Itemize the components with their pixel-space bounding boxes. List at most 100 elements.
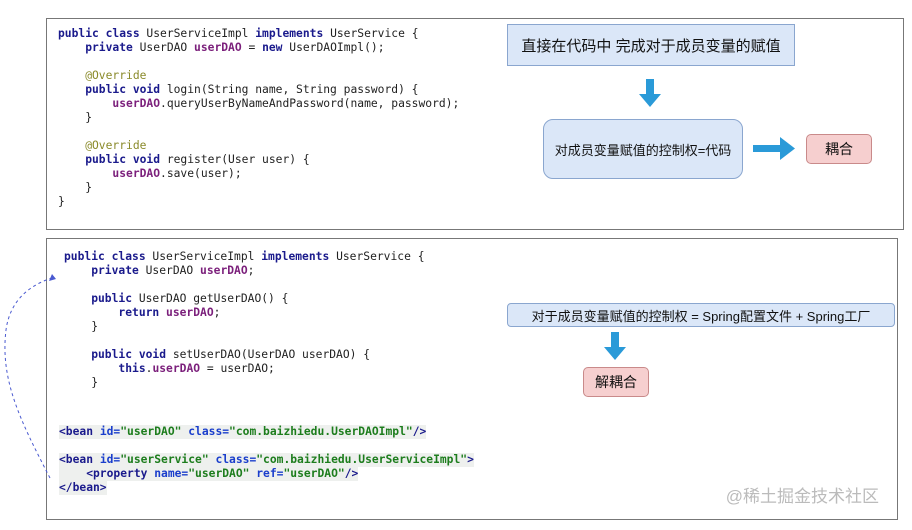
code-token: id= <box>99 425 121 438</box>
injection-dashed-arrow <box>4 274 56 479</box>
code-token: UserService { <box>336 250 425 263</box>
code-line: public void login(String name, String pa… <box>58 83 459 97</box>
code-line <box>64 334 425 348</box>
code-line: this.userDAO = userDAO; <box>64 362 425 376</box>
control-code-box: 对成员变量赋值的控制权=代码 <box>543 119 743 179</box>
code-token: implements <box>255 27 331 40</box>
watermark: @稀土掘金技术社区 <box>725 487 879 506</box>
code-token: <bean <box>59 453 100 466</box>
down-arrow-icon <box>639 79 661 107</box>
code-token: UserServiceImpl <box>152 250 262 263</box>
direct-assign-box: 直接在代码中 完成对于成员变量的赋值 <box>507 24 795 66</box>
code-token: public void <box>64 348 173 361</box>
code-token: return <box>64 306 167 319</box>
code-line: @Override <box>58 69 459 83</box>
code-line: } <box>58 195 459 209</box>
code-token: "com.baizhiedu.UserServiceImpl" <box>256 453 468 466</box>
code-token: userDAO <box>200 264 248 277</box>
code-token: > <box>467 453 474 466</box>
code-token: = <box>241 41 263 54</box>
code-token: private <box>64 264 146 277</box>
code-token: = userDAO; <box>200 362 275 375</box>
code-token: private <box>58 41 140 54</box>
code-token: "userDAO" <box>120 425 189 438</box>
code-token: new <box>262 41 290 54</box>
control-spring-box: 对于成员变量赋值的控制权 = Spring配置文件 + Spring工厂 <box>507 303 895 327</box>
code-token: UserDAOImpl(); <box>289 41 385 54</box>
code-line: } <box>64 376 425 390</box>
code-token: . <box>145 362 153 375</box>
code-token: login(String name, String password) { <box>166 83 419 96</box>
code-token: .save(user); <box>160 167 242 180</box>
xml-config-block: <bean id="userDAO" class="com.baizhiedu.… <box>59 425 474 495</box>
code-token: } <box>58 111 93 124</box>
code-token: "userDAO" <box>283 467 345 480</box>
code-token: "userService" <box>120 453 216 466</box>
code-token: } <box>58 181 93 194</box>
code-line: return userDAO; <box>64 306 425 320</box>
code-line: public class UserServiceImpl implements … <box>64 250 425 264</box>
code-token: "userDAO" <box>188 467 257 480</box>
code-token: ; <box>213 306 221 319</box>
code-line: <property name="userDAO" ref="userDAO"/> <box>59 467 359 481</box>
code-token: userDAO <box>58 97 161 110</box>
code-token: UserService { <box>330 27 419 40</box>
code-token: @Override <box>58 69 147 82</box>
code-token: UserServiceImpl <box>146 27 256 40</box>
code-token: UserDAO <box>145 264 201 277</box>
down-arrow-icon <box>604 332 626 360</box>
code-token: } <box>58 195 65 208</box>
code-token: userDAO <box>166 306 214 319</box>
code-token: userDAO <box>58 167 161 180</box>
decoupling-box: 解耦合 <box>583 367 649 397</box>
code-token: </bean> <box>59 481 107 494</box>
code-line <box>59 439 66 453</box>
code-line: } <box>58 181 459 195</box>
code-token: name= <box>154 467 189 480</box>
code-token: public void <box>58 83 167 96</box>
code-line <box>58 125 459 139</box>
code-token: UserDAO getUserDAO() { <box>138 292 289 305</box>
code-token: } <box>64 320 99 333</box>
code-token: /> <box>344 467 359 480</box>
code-token: class= <box>188 425 230 438</box>
code-token: public class <box>64 250 153 263</box>
code-token: /> <box>412 425 427 438</box>
code-token: userDAO <box>152 362 201 375</box>
code-line: } <box>64 320 425 334</box>
code-token: } <box>64 376 99 389</box>
code-token: userDAO <box>194 41 242 54</box>
code-token: <bean <box>59 425 100 438</box>
code-line <box>58 55 459 69</box>
code-line: } <box>58 111 459 125</box>
code-line: private UserDAO userDAO = new UserDAOImp… <box>58 41 459 55</box>
code-line: public void setUserDAO(UserDAO userDAO) … <box>64 348 425 362</box>
code-token: id= <box>99 453 121 466</box>
coupling-box: 耦合 <box>806 134 872 164</box>
code-token: this <box>64 362 146 375</box>
code-token: setUserDAO(UserDAO userDAO) { <box>172 348 371 361</box>
code-line: private UserDAO userDAO; <box>64 264 425 278</box>
code-token: ref= <box>256 467 284 480</box>
code-line: public void register(User user) { <box>58 153 459 167</box>
direct-coupling-panel: public class UserServiceImpl implements … <box>46 18 904 230</box>
code-token: ; <box>247 264 255 277</box>
code-token: class= <box>215 453 257 466</box>
code-line: userDAO.save(user); <box>58 167 459 181</box>
code-token: <property <box>59 467 155 480</box>
code-line <box>64 278 425 292</box>
code-token: @Override <box>58 139 147 152</box>
code-token: public <box>64 292 139 305</box>
code-line: public UserDAO getUserDAO() { <box>64 292 425 306</box>
code-line: <bean id="userService" class="com.baizhi… <box>59 453 474 467</box>
code-token: "com.baizhiedu.UserDAOImpl" <box>229 425 413 438</box>
code-line: <bean id="userDAO" class="com.baizhiedu.… <box>59 425 427 439</box>
code-token: register(User user) { <box>166 153 310 166</box>
top-code-block: public class UserServiceImpl implements … <box>58 27 459 209</box>
code-token: .queryUserByNameAndPassword(name, passwo… <box>160 97 460 110</box>
right-arrow-icon <box>753 137 795 160</box>
code-line: </bean> <box>59 481 107 495</box>
code-line: userDAO.queryUserByNameAndPassword(name,… <box>58 97 459 111</box>
code-token: public void <box>58 153 167 166</box>
code-token: public class <box>58 27 147 40</box>
